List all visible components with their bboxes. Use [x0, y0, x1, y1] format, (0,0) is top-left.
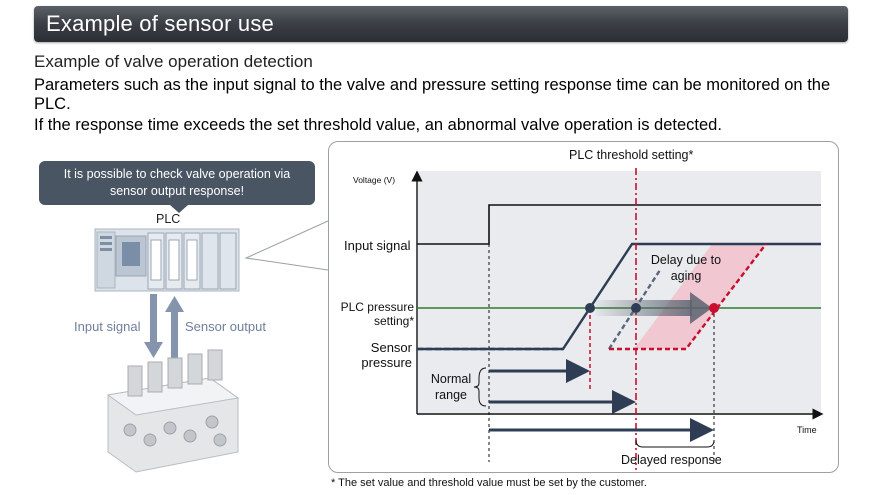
input-signal-caption: Input signal	[74, 319, 141, 334]
aged-crossing-point	[631, 303, 641, 313]
delayed-pressure-trace	[609, 243, 767, 351]
delay-band	[634, 244, 766, 349]
callout-line-1: It is possible to check valve operation …	[63, 167, 291, 181]
callout-line-2: sensor output response!	[109, 184, 245, 198]
normal-crossing-point	[585, 303, 595, 313]
sensor-pressure-line-1: Sensor	[370, 340, 412, 355]
sensor-output-arrow	[165, 296, 184, 362]
sensor-pressure-line-2: pressure	[361, 355, 412, 370]
x-axis-label: Time	[797, 425, 817, 435]
sensor-pressure-label: Sensor pressure	[352, 340, 412, 370]
delay-aging-label: Delay due to aging	[644, 252, 728, 284]
delayed-response-label: Delayed response	[621, 453, 722, 467]
header-bar: Example of sensor use	[34, 6, 848, 42]
description-paragraph-1: Parameters such as the input signal to t…	[34, 76, 831, 113]
callout-pointer	[170, 205, 188, 213]
threshold-label: PLC threshold setting*	[569, 148, 694, 162]
input-signal-arrow	[144, 294, 163, 358]
delayed-response-bracket	[635, 439, 715, 448]
pressure-setting-line-1: PLC pressure	[340, 300, 414, 314]
callout-box: It is possible to check valve operation …	[39, 161, 315, 205]
normal-range-line-2: range	[435, 388, 467, 402]
sensor-output-caption: Sensor output	[185, 319, 266, 334]
page-title: Example of sensor use	[46, 11, 274, 36]
plc-label: PLC	[156, 212, 181, 226]
delay-aging-line-1: Delay due to	[650, 253, 722, 267]
input-signal-label: Input signal	[344, 238, 411, 253]
footnote: * The set value and threshold value must…	[331, 477, 647, 489]
delayed-crossing-point	[709, 303, 719, 313]
normal-range-label: Normal range	[424, 371, 478, 403]
delay-aging-line-2: aging	[670, 269, 702, 283]
valve-manifold-illustration	[106, 349, 240, 473]
pressure-setting-label: PLC pressure setting*	[334, 300, 414, 328]
y-axis-label: Voltage (V)	[353, 175, 396, 185]
timing-chart-background	[418, 171, 821, 413]
pressure-setting-line-2: setting*	[373, 314, 414, 328]
section-subtitle: Example of valve operation detection	[34, 52, 313, 71]
delay-shift-arrow	[596, 292, 712, 324]
input-signal-trace	[417, 204, 821, 245]
normal-range-brace	[473, 367, 487, 407]
normal-range-line-1: Normal	[430, 372, 472, 386]
description-paragraph-2: If the response time exceeds the set thr…	[34, 116, 722, 134]
plc-device-illustration	[94, 228, 240, 292]
bubble-connector	[244, 220, 329, 271]
